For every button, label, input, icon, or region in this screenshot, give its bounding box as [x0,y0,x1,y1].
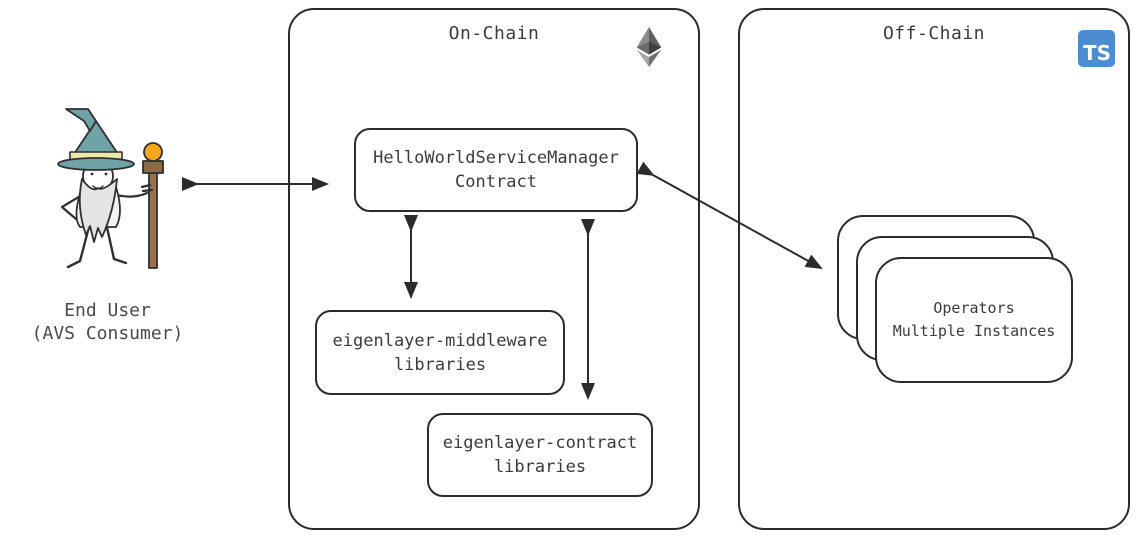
staff-orb [143,142,163,162]
contract-line2: libraries [493,457,587,477]
ts-badge-text: TS [1082,41,1111,65]
wizard-hat-tip [65,108,97,132]
wizard-leg-right [104,221,128,265]
wizard-illustration [57,108,164,269]
service-manager-box: HelloWorldServiceManager Contract [354,128,638,212]
wizard-smile [92,185,104,190]
wizard-eye-left [90,172,94,176]
wizard-hat-brim [57,157,135,171]
middleware-line2: libraries [393,354,487,375]
end-user-label: End User (AVS Consumer) [10,299,205,345]
wizard-leg-left [66,221,92,269]
on-chain-title: On-Chain [448,23,540,44]
wizard-beard [78,178,118,243]
ethereum-icon [636,27,662,67]
operators-box-front: Operators Multiple Instances [875,257,1073,383]
typescript-icon: TS [1078,30,1115,67]
service-manager-line1: HelloWorldServiceManager [373,148,619,168]
wizard-arm-left [60,193,84,221]
contract-libraries-box: eigenlayer-contract libraries [427,413,653,497]
staff [148,171,158,269]
wizard-arm-right [114,183,154,198]
staff-cap [142,160,164,174]
operators-line2: Multiple Instances [892,322,1056,340]
off-chain-title: Off-Chain [882,23,986,44]
operators-line1: Operators [933,299,1015,317]
end-user-line1: End User [64,300,151,321]
contract-line1: eigenlayer-contract [442,433,638,453]
end-user-line2: (AVS Consumer) [31,323,184,344]
middleware-line1: eigenlayer-middleware [332,330,548,351]
wizard-eye-right [104,172,108,176]
middleware-libraries-box: eigenlayer-middleware libraries [315,310,565,395]
service-manager-line2: Contract [455,172,537,192]
